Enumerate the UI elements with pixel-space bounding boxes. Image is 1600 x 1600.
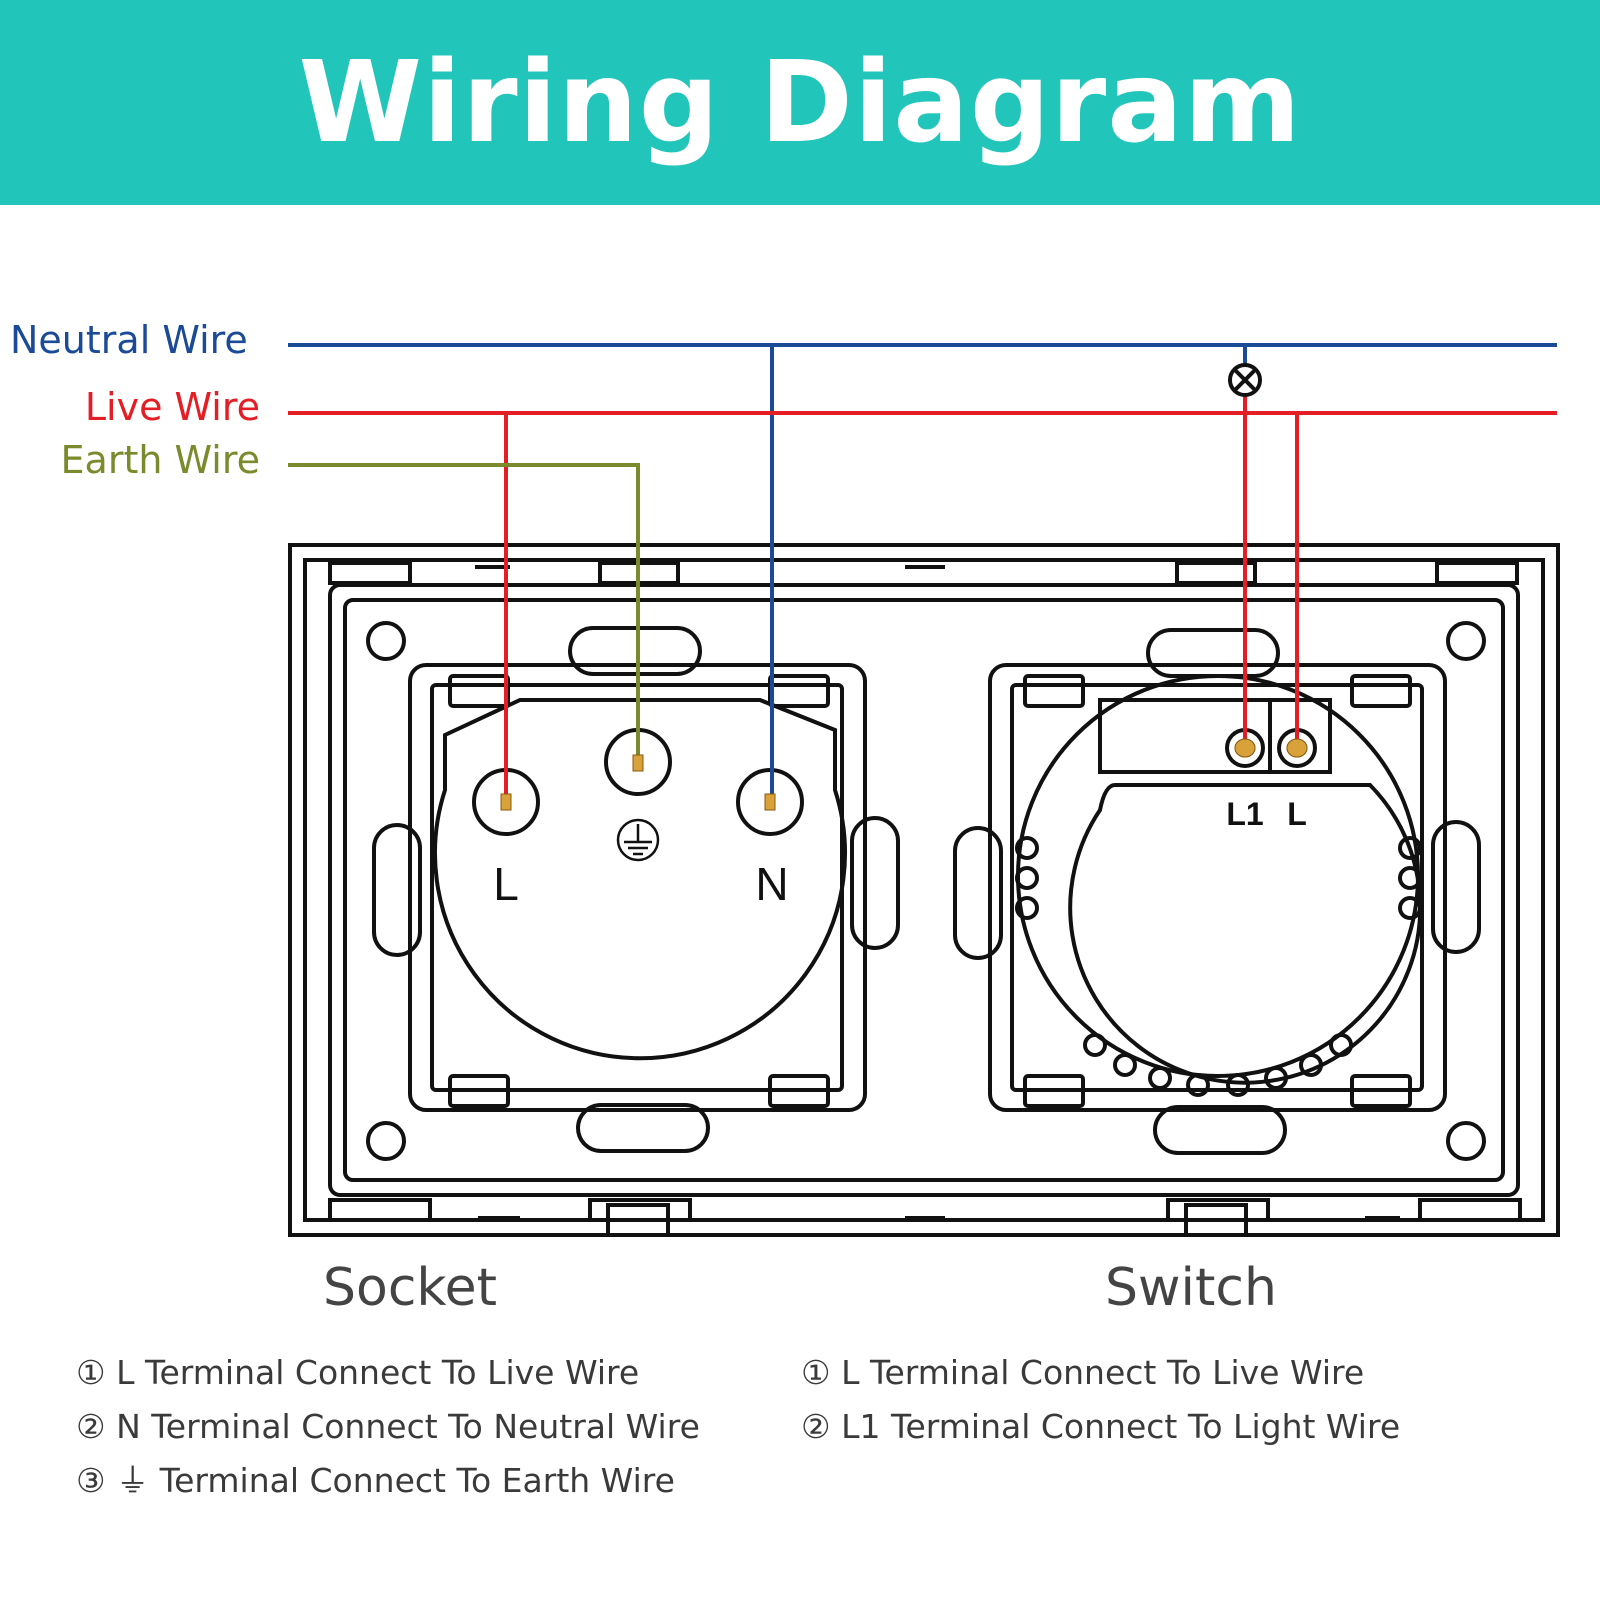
title-banner: Wiring Diagram	[0, 0, 1600, 205]
socket-note-earth: ③ ⏚ Terminal Connect To Earth Wire	[76, 1461, 675, 1500]
live-wire	[288, 411, 1557, 796]
lamp-icon	[1228, 363, 1262, 397]
page-title: Wiring Diagram	[298, 37, 1302, 168]
switch-caption: Switch	[1105, 1258, 1277, 1318]
live-wire-label: Live Wire	[84, 385, 260, 429]
earth-wire-label: Earth Wire	[60, 438, 260, 482]
pin-overlay	[500, 738, 1308, 811]
neutral-wire-label: Neutral Wire	[10, 318, 248, 362]
socket-notes: ① L Terminal Connect To Live Wire ② N Te…	[76, 1346, 700, 1508]
socket-terminal-l-label: L	[493, 858, 519, 910]
switch-note-light: ② L1 Terminal Connect To Light Wire	[801, 1407, 1401, 1446]
socket-caption: Socket	[323, 1258, 498, 1318]
neutral-wire	[288, 343, 1557, 796]
switch-notes: ① L Terminal Connect To Live Wire ② L1 T…	[801, 1346, 1400, 1454]
switch-note-live: ① L Terminal Connect To Live Wire	[801, 1353, 1365, 1392]
earth-ground-icon	[616, 818, 660, 862]
switch-terminal-l1-label: L1	[1226, 796, 1263, 832]
switch-module	[953, 628, 1481, 1155]
socket-note-neutral: ② N Terminal Connect To Neutral Wire	[76, 1407, 700, 1446]
socket-terminal-n-label: N	[755, 858, 788, 910]
earth-wire	[288, 463, 640, 757]
double-frame	[288, 543, 1560, 1237]
switch-terminal-l-label: L	[1287, 796, 1307, 832]
socket-note-live: ① L Terminal Connect To Live Wire	[76, 1353, 640, 1392]
